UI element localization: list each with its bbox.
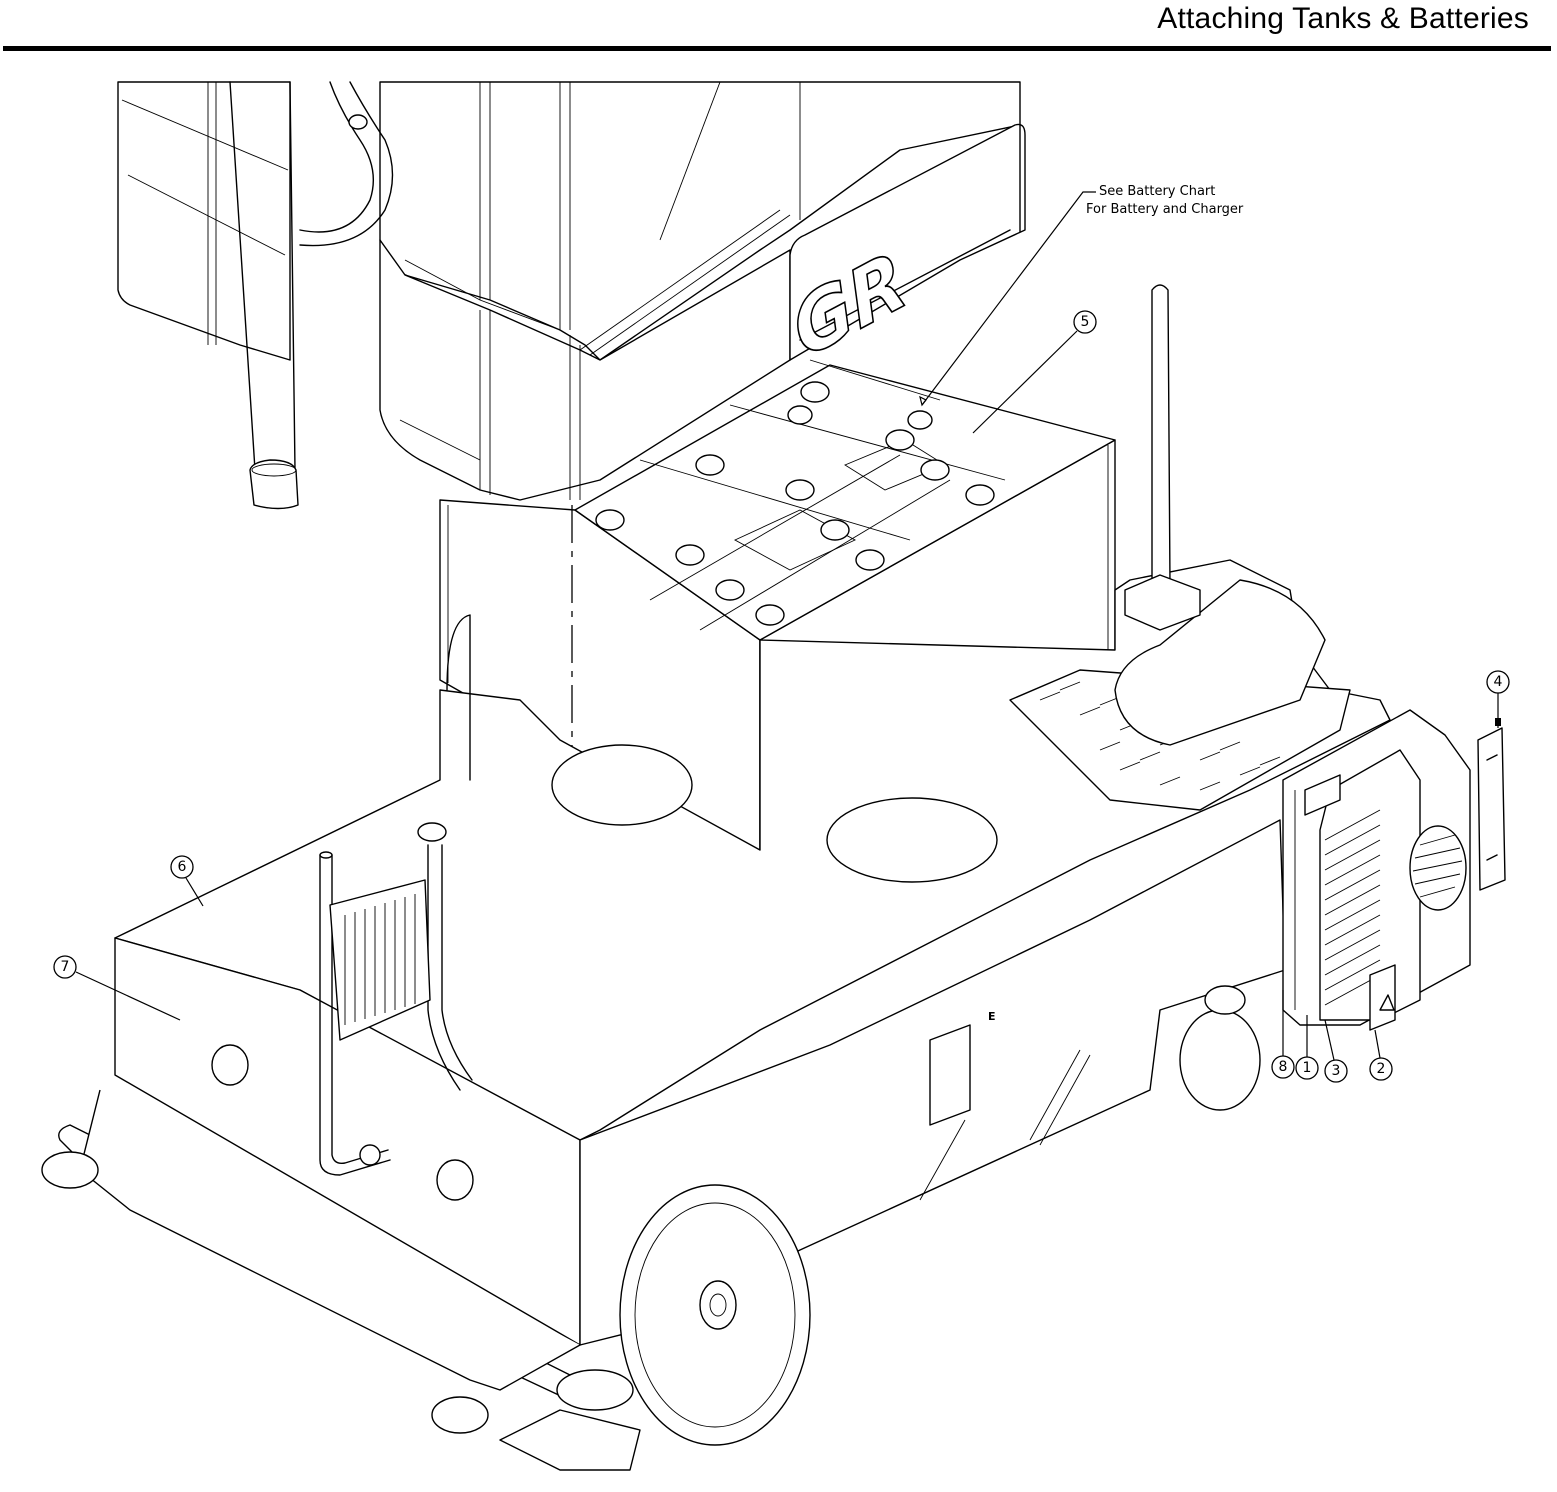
callout-5: 5 [1073,310,1097,334]
callout-2: 2 [1369,1057,1393,1081]
callout-4: 4 [1486,670,1510,694]
callout-balloons: 5 4 6 7 8 1 3 [53,310,1510,1083]
callout-6: 6 [170,855,194,879]
callout-3: 3 [1324,1059,1348,1083]
note-line-1: See Battery Chart [1099,184,1215,199]
battery-terminals [595,381,995,626]
svg-text:1: 1 [1303,1060,1312,1076]
callout-7: 7 [53,955,77,979]
chassis-frame [41,284,1391,1471]
callout-1: 1 [1295,1056,1319,1080]
title-rule [3,46,1551,51]
svg-text:2: 2 [1377,1061,1386,1077]
svg-text:7: 7 [61,959,70,975]
svg-text:6: 6 [178,859,187,875]
battery-chart-note: See Battery Chart For Battery and Charge… [919,184,1244,407]
page-title: Attaching Tanks & Batteries [1157,2,1529,35]
svg-text:5: 5 [1081,314,1090,330]
frame-marking: E [988,1010,996,1023]
battery-charger [1282,709,1506,1031]
note-line-2: For Battery and Charger [1086,202,1244,217]
svg-text:3: 3 [1332,1063,1341,1079]
callout-8: 8 [1271,1055,1295,1079]
recovery-tank [117,81,1026,510]
svg-text:4: 4 [1494,674,1503,690]
svg-text:8: 8 [1279,1059,1288,1075]
